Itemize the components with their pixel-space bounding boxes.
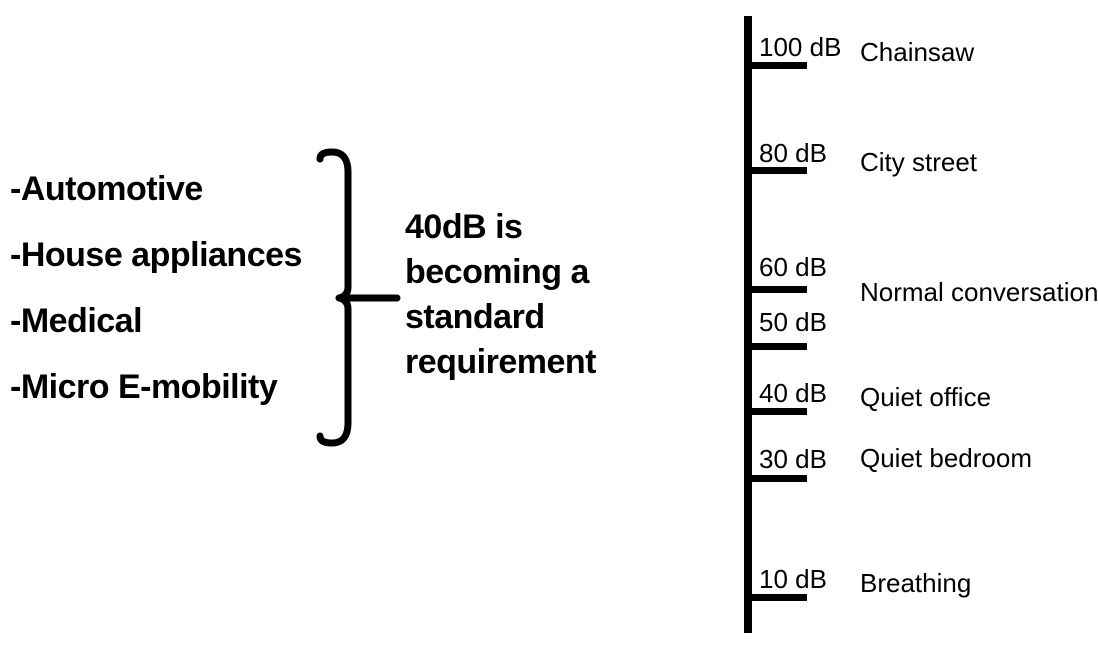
scale-label-quiet-bedroom: Quiet bedroom	[860, 443, 1032, 473]
db-label-30: 30 dB	[759, 444, 827, 474]
scale-label-chainsaw: Chainsaw	[860, 37, 975, 67]
curly-brace	[316, 148, 401, 447]
industry-item-automotive: -Automotive	[10, 170, 203, 208]
industry-item-micro-e-mobility: -Micro E-mobility	[10, 368, 278, 406]
tick-100db	[746, 62, 807, 69]
tick-80db	[746, 167, 807, 174]
scale-label-breathing: Breathing	[860, 568, 972, 598]
scale-label-city-street: City street	[860, 147, 978, 177]
db-label-80: 80 dB	[759, 138, 827, 168]
db-label-60: 60 dB	[759, 252, 827, 282]
curly-brace-path	[316, 148, 352, 447]
db-label-100: 100 dB	[759, 32, 842, 62]
tick-60db	[746, 286, 807, 293]
db-label-50: 50 dB	[759, 307, 827, 337]
scale-label-normal-conversation: Normal conversation	[860, 277, 1098, 307]
industry-item-medical: -Medical	[10, 302, 143, 340]
tick-10db	[746, 594, 807, 601]
tick-50db	[746, 343, 807, 350]
tick-40db	[746, 408, 807, 415]
db-label-40: 40 dB	[759, 378, 827, 408]
industry-item-house-appliances: -House appliances	[10, 236, 302, 274]
callout-text: 40dB is becoming a standard requirement	[405, 208, 597, 381]
scale-label-quiet-office: Quiet office	[860, 382, 992, 412]
industry-list: -Automotive -House appliances -Medical -…	[10, 172, 302, 404]
scale-axis-line	[744, 16, 752, 633]
tick-30db	[746, 475, 807, 482]
db-label-10: 10 dB	[759, 564, 827, 594]
